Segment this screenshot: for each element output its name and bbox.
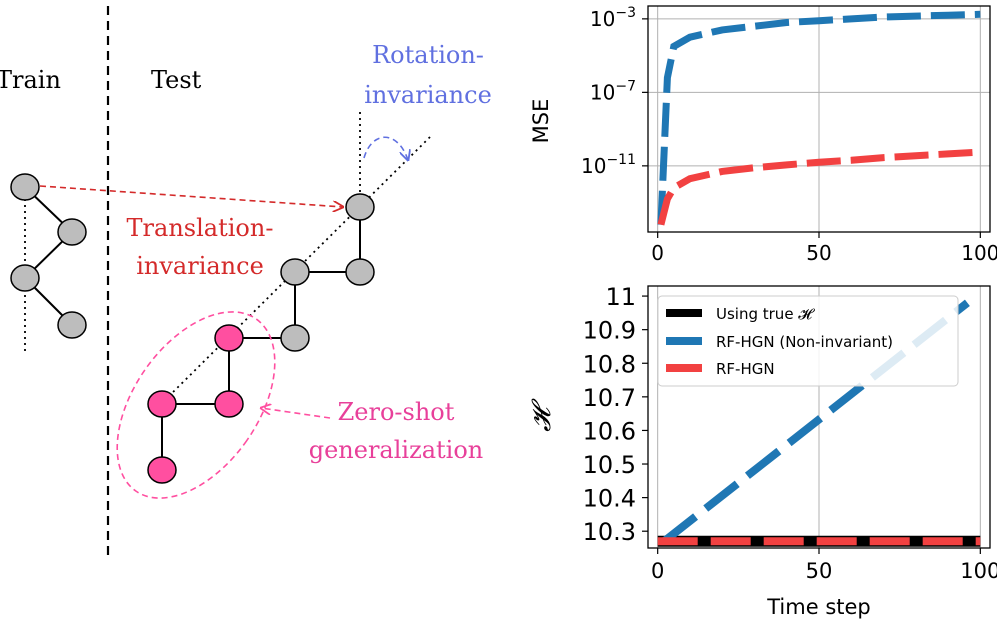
h-ytick-label: 10.4 (583, 485, 636, 513)
h-ytick-label: 10.9 (583, 317, 636, 345)
train-node (10, 264, 40, 292)
legend-label-noninvariant: RF-HGN (Non-invariant) (716, 333, 893, 351)
legend-label-true: Using true 𝓗 (716, 305, 815, 323)
zero-shot-label-line2: generalization (309, 436, 484, 464)
test-graph (147, 193, 375, 484)
hamiltonian-chart: 0 50 100 10.3 10.4 10.5 10.6 10.7 10.8 10.9 11 𝓗 T… (527, 283, 997, 619)
legend-label-rfhgn: RF-HGN (716, 360, 775, 378)
zero-shot-region (116, 311, 276, 499)
test-node-pink (147, 456, 177, 484)
zero-shot-label-line1: Zero-shot (338, 398, 455, 426)
test-node-pink (214, 324, 244, 352)
mse-ylabel: MSE (529, 99, 553, 144)
mse-ytick-label: 10−7 (590, 78, 636, 104)
train-node (57, 311, 87, 339)
h-ytick-label: 10.6 (583, 417, 636, 445)
mse-xtick-label: 0 (651, 241, 664, 265)
h-xtick-label: 50 (806, 559, 833, 583)
test-node (280, 258, 310, 286)
mse-ytick-label: 10−11 (581, 152, 636, 178)
h-ytick-label: 11 (605, 283, 636, 311)
h-xlabel: Time step (766, 595, 871, 619)
mse-ticks: 0 50 100 10−3 10−7 10−11 (581, 5, 997, 265)
train-node (57, 218, 87, 246)
rotation-arrow (363, 136, 408, 160)
test-node-pink (147, 390, 177, 418)
rotation-label-line1: Rotation- (372, 41, 484, 69)
train-node (10, 173, 40, 201)
test-label: Test (151, 66, 202, 94)
mse-xtick-label: 50 (806, 241, 831, 265)
train-label: Train (0, 66, 61, 94)
mse-ytick-label: 10−3 (590, 5, 636, 31)
h-ytick-label: 10.7 (583, 384, 636, 412)
rotation-label-line2: invariance (364, 81, 492, 109)
test-node (280, 324, 310, 352)
h-ylabel: 𝓗 (527, 398, 557, 432)
test-node (345, 193, 375, 221)
train-graph (10, 173, 87, 355)
legend: Using true 𝓗 RF-HGN (Non-invariant) RF-H… (657, 295, 959, 387)
mse-series-line-0 (657, 10, 981, 225)
mse-series (657, 10, 981, 226)
mse-series-line-1 (657, 148, 981, 226)
translation-arrow (39, 185, 343, 207)
illustration: Train Test Translation- invariance Rotat… (0, 6, 492, 555)
h-xtick-label: 0 (651, 559, 664, 583)
legend-box (657, 295, 959, 387)
h-ytick-label: 10.3 (583, 518, 636, 546)
h-xtick-label: 100 (960, 559, 997, 583)
test-node (345, 258, 375, 286)
h-ytick-label: 10.8 (583, 350, 636, 378)
translation-label-line2: invariance (136, 252, 264, 280)
mse-chart: 0 50 100 10−3 10−7 10−11 MSE (529, 5, 997, 265)
mse-grid (648, 6, 990, 232)
h-ytick-label: 10.5 (583, 451, 636, 479)
test-node-pink (214, 390, 244, 418)
zero-shot-arrow (261, 408, 331, 419)
h-ticks: 0 50 100 10.3 10.4 10.5 10.6 10.7 10.8 10.9 11 (583, 283, 997, 583)
mse-xtick-label: 100 (961, 241, 997, 265)
translation-label-line1: Translation- (127, 214, 274, 242)
